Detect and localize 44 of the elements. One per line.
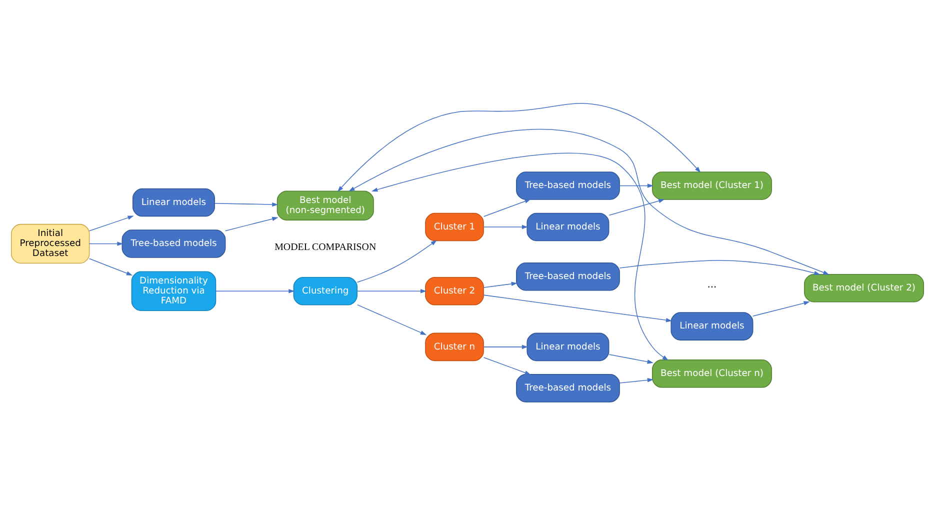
node-box: Linear models (132, 188, 215, 217)
arrow (356, 304, 427, 336)
arrow (88, 216, 134, 232)
arrow (619, 378, 654, 384)
arrow (216, 289, 295, 294)
node-box: Clustering (293, 277, 358, 306)
arrow (619, 184, 654, 188)
arrow (356, 240, 437, 283)
arrow (483, 294, 672, 322)
node-box: Cluster 1 (425, 212, 484, 242)
node-box: Tree-based models (122, 230, 226, 258)
arrow (337, 103, 701, 192)
node-box: Linear models (670, 312, 754, 340)
node-box: Dimensionality Reduction via FAMD (131, 271, 216, 312)
node-box: Linear models (526, 212, 610, 242)
arrow (608, 198, 665, 216)
arrow (356, 289, 427, 294)
arrow (483, 357, 531, 375)
node-box: Tree-based models (516, 262, 620, 291)
node-box: Cluster n (425, 332, 484, 362)
arrow (214, 202, 278, 207)
arrow (224, 216, 278, 232)
arrow (608, 354, 654, 364)
arrow (483, 199, 531, 217)
arrow (88, 258, 133, 276)
arrow (483, 224, 528, 230)
arrow (619, 260, 820, 276)
arrow (348, 129, 830, 275)
node-box: Best model (Cluster 2) (804, 274, 924, 302)
node-box: Linear models (526, 332, 610, 362)
node-box: Tree-based models (516, 374, 620, 402)
node-box: Cluster 2 (425, 277, 484, 306)
label: ... (707, 280, 717, 291)
node-box: Best model (Cluster n) (652, 360, 772, 388)
label: MODEL COMPARISON (274, 242, 376, 254)
arrow (752, 301, 810, 316)
arrow (372, 152, 669, 360)
arrow (483, 344, 528, 350)
node-box: Best model (Cluster 1) (652, 172, 772, 200)
node-box: Tree-based models (516, 172, 620, 200)
arrow (483, 282, 518, 288)
arrow (88, 242, 124, 246)
node-box: Initial Preprocessed Dataset (11, 224, 90, 264)
node-box: Best model (non-segmented) (276, 190, 374, 220)
